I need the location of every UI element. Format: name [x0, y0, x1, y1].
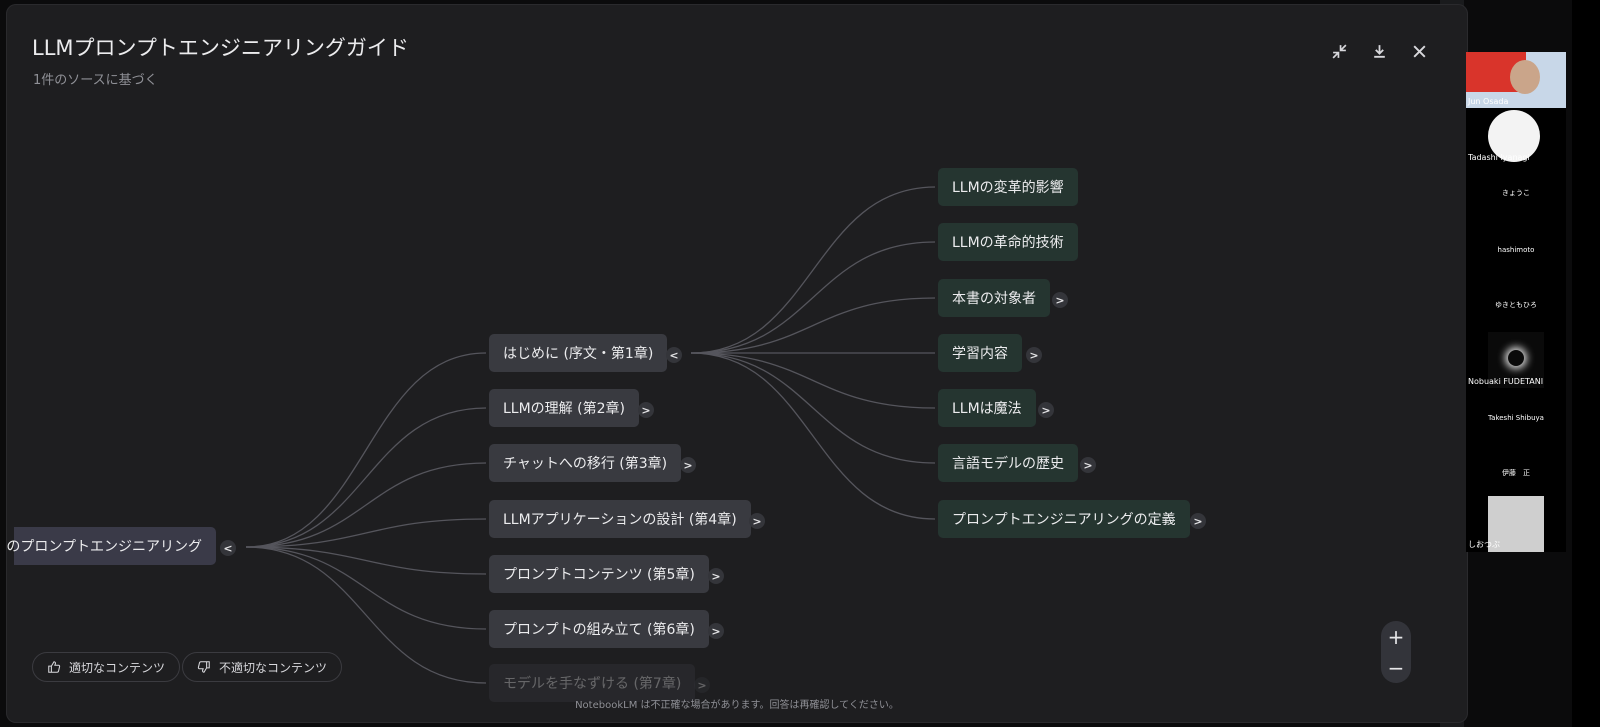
- collapse-icon[interactable]: [1328, 40, 1350, 62]
- node-label: プロンプトコンテンツ (第5章): [503, 567, 695, 583]
- participant-face: [1510, 60, 1540, 94]
- connector-root-l1-4: [245, 546, 487, 575]
- node-lm-history[interactable]: 言語モデルの歴史: [938, 444, 1078, 482]
- download-icon[interactable]: [1368, 40, 1390, 62]
- zoom-out-button[interactable]: −: [1387, 655, 1405, 680]
- node-target-audience[interactable]: 本書の対象者: [938, 279, 1050, 317]
- connector-root-l1-0: [245, 352, 487, 548]
- node-intro[interactable]: はじめに (序文・第1章): [489, 334, 668, 372]
- mindmap-dialog: LLMプロンプトエンジニアリングガイド 1件のソースに基づく のプロンプトエンジ…: [6, 4, 1468, 723]
- node-label: チャットへの移行 (第3章): [503, 456, 668, 472]
- node-taming-model[interactable]: モデルを手なずける (第7章): [489, 664, 696, 702]
- participant-tile[interactable]: 伊藤 正: [1466, 444, 1566, 500]
- zoom-controls: + −: [1381, 621, 1411, 683]
- connector-intro-l2-5: [690, 352, 936, 464]
- connector-intro-l2-4: [690, 352, 936, 409]
- connector-root-l1-3: [245, 518, 487, 548]
- participant-tile[interactable]: きょうこ: [1466, 164, 1566, 220]
- node-label: モデルを手なずける (第7章): [503, 676, 682, 692]
- participant-name: hashimoto: [1497, 246, 1535, 254]
- thumbs-down-icon: [197, 661, 210, 673]
- node-understanding-llm[interactable]: LLMの理解 (第2章): [489, 389, 639, 427]
- node-label: LLMアプリケーションの設計 (第4章): [503, 512, 737, 528]
- node-app-design-toggle[interactable]: >: [749, 513, 765, 529]
- participant-tile[interactable]: しおつぶ: [1466, 496, 1566, 552]
- disclaimer-text: NotebookLM は不正確な場合があります。回答は再確認してください。: [575, 700, 899, 711]
- eclipse-icon: [1508, 350, 1524, 366]
- dialog-actions: [1328, 40, 1430, 62]
- node-label: はじめに (序文・第1章): [503, 346, 654, 362]
- node-move-to-chat[interactable]: チャットへの移行 (第3章): [489, 444, 682, 482]
- zoom-in-button[interactable]: +: [1387, 624, 1405, 649]
- participant-name: 伊藤 正: [1502, 469, 1530, 477]
- participant-tile[interactable]: Nobuaki FUDETANI: [1466, 332, 1566, 388]
- connector-root-l1-1: [245, 407, 487, 548]
- connector-root-l1-2: [245, 462, 487, 548]
- node-prompt-content-toggle[interactable]: >: [708, 568, 724, 584]
- good-content-label: 適切なコンテンツ: [69, 660, 166, 675]
- good-content-button[interactable]: 適切なコンテンツ: [32, 652, 181, 682]
- node-label: 言語モデルの歴史: [952, 456, 1064, 472]
- node-target-audience-toggle[interactable]: >: [1052, 292, 1068, 308]
- participant-tile[interactable]: ゆきともひろ: [1466, 276, 1566, 332]
- node-lm-history-toggle[interactable]: >: [1080, 457, 1096, 473]
- participant-tile[interactable]: Tadashi Iyanagi: [1466, 108, 1566, 164]
- node-move-to-chat-toggle[interactable]: >: [680, 457, 696, 473]
- screen-edge: [1572, 0, 1600, 727]
- participant-name: ゆきともひろ: [1495, 301, 1537, 309]
- node-revolutionary-tech[interactable]: LLMの革命的技術: [938, 223, 1078, 261]
- participant-name: きょうこ: [1502, 189, 1530, 197]
- root-collapse-toggle[interactable]: <: [220, 540, 236, 556]
- node-llm-magic-toggle[interactable]: >: [1038, 402, 1054, 418]
- participant-name: Jun Osada: [1468, 97, 1509, 106]
- participant-name: Nobuaki FUDETANI: [1468, 377, 1544, 386]
- node-label: LLMの変革的影響: [952, 180, 1064, 196]
- thumbs-up-icon: [48, 661, 61, 673]
- participant-name: しおつぶ: [1468, 540, 1500, 549]
- connector-intro-l2-0: [690, 186, 936, 354]
- participant-tile[interactable]: Jun Osada: [1466, 52, 1566, 108]
- node-prompt-assembly[interactable]: プロンプトの組み立て (第6章): [489, 610, 709, 648]
- participant-avatar: [1488, 496, 1544, 552]
- node-label: のプロンプトエンジニアリング: [6, 539, 202, 555]
- mindmap-connectors: [245, 186, 936, 684]
- node-pe-definition[interactable]: プロンプトエンジニアリングの定義: [938, 500, 1190, 538]
- dialog-subtitle: 1件のソースに基づく: [33, 73, 158, 88]
- node-label: LLMの革命的技術: [952, 235, 1064, 251]
- participant-avatar: [1488, 332, 1544, 388]
- node-label: LLMは魔法: [952, 401, 1022, 417]
- mindmap-root-node[interactable]: のプロンプトエンジニアリング: [6, 527, 216, 565]
- node-learning-content-toggle[interactable]: >: [1026, 347, 1042, 363]
- node-learning-content[interactable]: 学習内容: [938, 334, 1022, 372]
- connector-intro-l2-6: [690, 352, 936, 520]
- participant-video-strip: Jun Osada Tadashi Iyanagi きょうこ hashimoto…: [1466, 52, 1570, 552]
- connector-root-l1-5: [245, 546, 487, 630]
- node-app-design[interactable]: LLMアプリケーションの設計 (第4章): [489, 500, 751, 538]
- close-icon[interactable]: [1408, 40, 1430, 62]
- participant-tile[interactable]: Takeshi Shibuya: [1466, 388, 1566, 444]
- node-prompt-content[interactable]: プロンプトコンテンツ (第5章): [489, 555, 709, 593]
- node-label: 学習内容: [952, 346, 1008, 362]
- bad-content-button[interactable]: 不適切なコンテンツ: [182, 652, 343, 682]
- node-understanding-llm-toggle[interactable]: >: [638, 402, 654, 418]
- participant-name: Tadashi Iyanagi: [1468, 153, 1530, 162]
- dialog-title: LLMプロンプトエンジニアリングガイド: [32, 36, 409, 60]
- node-label: LLMの理解 (第2章): [503, 401, 625, 417]
- connector-intro-l2-2: [690, 297, 936, 354]
- node-prompt-assembly-toggle[interactable]: >: [708, 623, 724, 639]
- node-pe-definition-toggle[interactable]: >: [1190, 513, 1206, 529]
- node-label: 本書の対象者: [952, 291, 1036, 307]
- participant-name: Takeshi Shibuya: [1488, 414, 1544, 422]
- node-taming-model-toggle[interactable]: >: [694, 677, 710, 693]
- node-llm-magic[interactable]: LLMは魔法: [938, 389, 1036, 427]
- bad-content-label: 不適切なコンテンツ: [219, 660, 328, 675]
- connector-intro-l2-1: [690, 241, 936, 354]
- soccer-ball-avatar: [1488, 110, 1540, 162]
- node-label: プロンプトの組み立て (第6章): [503, 622, 695, 638]
- participant-tile[interactable]: hashimoto: [1466, 220, 1566, 276]
- node-intro-toggle[interactable]: <: [666, 347, 682, 363]
- node-label: プロンプトエンジニアリングの定義: [952, 512, 1176, 528]
- node-transformative-impact[interactable]: LLMの変革的影響: [938, 168, 1078, 206]
